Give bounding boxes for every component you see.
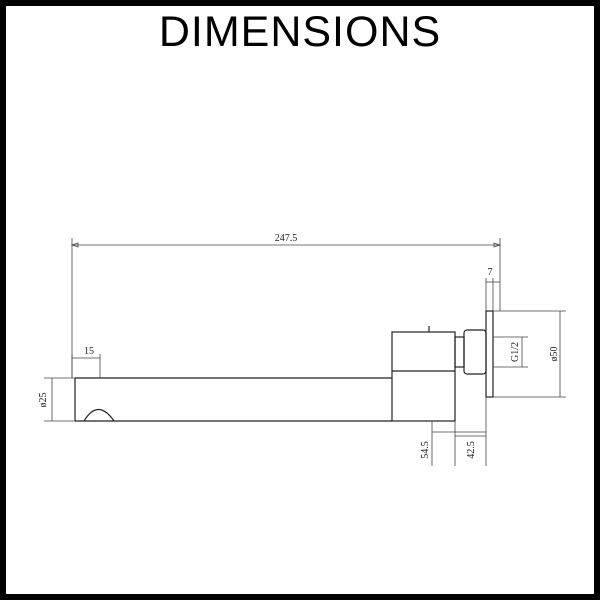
label-spout-diameter: ø25 — [38, 393, 49, 408]
dim-body-depth — [431, 397, 487, 466]
thread-connector — [454, 329, 487, 375]
label-body-projection: 42.5 — [466, 441, 477, 459]
dim-wall-plate — [485, 278, 500, 311]
mixer-body — [391, 326, 456, 422]
label-body-depth: 54.5 — [420, 441, 431, 459]
dim-flange-diameter — [493, 310, 566, 398]
page-title: DIMENSIONS — [158, 8, 442, 56]
dim-body-projection — [454, 421, 486, 466]
label-overall-length: 247.5 — [275, 233, 298, 244]
dim-spout-diameter — [44, 377, 75, 422]
label-wall-plate: 7 — [488, 267, 493, 278]
label-outlet-offset: 15 — [84, 346, 94, 357]
dim-thread — [493, 336, 528, 368]
label-flange-diameter: ø50 — [549, 347, 560, 362]
label-thread: G1/2 — [510, 342, 521, 362]
wall-flange — [485, 310, 494, 398]
dim-outlet-offset — [71, 354, 101, 378]
spout-outline — [74, 377, 392, 422]
dim-overall-length — [70, 238, 502, 378]
